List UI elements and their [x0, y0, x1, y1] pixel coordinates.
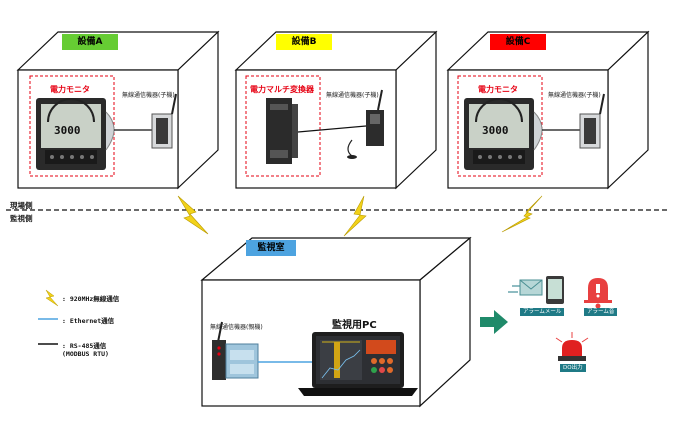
pc-label: 監視用PC: [332, 320, 377, 331]
equipment-tag-c-label: 設備C: [505, 37, 531, 47]
equipment-tag-c: 設備C: [490, 34, 546, 50]
monitor-room-tag-label: 監視室: [257, 243, 285, 253]
monitor-side-label: 監視側: [10, 214, 33, 223]
equipment-tag-b: 設備B: [276, 34, 332, 50]
wireless-bolt-a: [177, 195, 209, 235]
wireless-slave-b: [297, 89, 384, 159]
wireless-bolt-b: [343, 195, 367, 237]
device-frame-b: [245, 75, 321, 177]
device-label-c: 電力モニタ: [478, 85, 518, 94]
alarm-mail-label: アラームメール: [520, 308, 565, 316]
wireless-master-label: 無線通信機器(親機): [210, 324, 263, 331]
alarm-bell-icon: [584, 278, 612, 309]
do-output-label: DO出力: [560, 364, 586, 372]
equipment-tag-b-label: 設備B: [291, 37, 317, 47]
power-monitor-a: [36, 98, 115, 170]
power-monitor-c: [464, 98, 543, 170]
equipment-tag-a: 設備A: [62, 34, 118, 50]
legend-wireless-text: : 920MHz無線通信: [62, 295, 120, 303]
device-frame-a: [29, 75, 115, 177]
wireless-bolt-c: [501, 195, 543, 233]
device-label-a: 電力モニタ: [50, 85, 90, 94]
alarm-mail-icon: [508, 276, 564, 304]
legend-ethernet-text: : Ethernet通信: [62, 317, 115, 325]
equipment-tag-a-label: 設備A: [77, 37, 103, 47]
monitor-room-tag: 監視室: [246, 240, 296, 256]
meter-readout-c: 3000: [482, 124, 509, 137]
wireless-slave-a: [114, 93, 177, 149]
legend-rs485-text: : RS-485通信: [62, 342, 107, 350]
output-arrow: [480, 310, 508, 334]
legend-wireless-icon: [45, 289, 59, 307]
do-output-lamp-icon: [555, 332, 589, 361]
monitoring-pc: [298, 332, 418, 396]
wireless-label-c: 無線通信機器(子機): [548, 92, 601, 99]
site-side-label: 現場側: [10, 201, 33, 210]
alarm-sound-label: アラーム音: [584, 308, 618, 316]
device-label-b: 電力マルチ変換器: [250, 85, 314, 94]
device-frame-c: [457, 75, 543, 177]
wireless-slave-c: [542, 93, 605, 149]
wireless-label-a: 無線通信機器(子機): [122, 92, 175, 99]
meter-readout-a: 3000: [54, 124, 81, 137]
multi-transducer-b: [266, 98, 298, 164]
wireless-label-b: 無線通信機器(子機): [326, 92, 379, 99]
legend-rs485-subtext: (MODBUS RTU): [62, 350, 109, 358]
wireless-master-unit: [212, 321, 312, 380]
